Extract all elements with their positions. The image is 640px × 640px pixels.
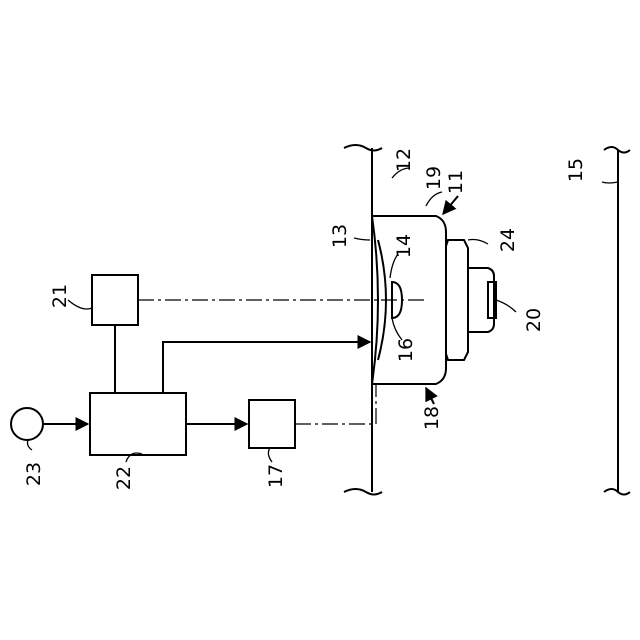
label-15: 15 xyxy=(565,158,587,182)
leader-20 xyxy=(496,300,516,312)
leader-16 xyxy=(392,318,402,340)
leader-17 xyxy=(268,448,272,462)
leader-21 xyxy=(68,300,92,309)
label-17: 17 xyxy=(265,464,287,488)
box-17 xyxy=(249,400,295,448)
box-21 xyxy=(92,275,138,325)
label-11: 11 xyxy=(445,170,467,194)
label-13: 13 xyxy=(329,224,351,248)
connector-24 xyxy=(446,240,468,360)
arrow-18 xyxy=(426,388,434,404)
label-18: 18 xyxy=(421,406,443,430)
arrow-11 xyxy=(443,196,458,214)
label-14: 14 xyxy=(393,234,415,258)
box-22 xyxy=(90,393,186,455)
label-20: 20 xyxy=(523,308,545,332)
label-24: 24 xyxy=(497,228,519,252)
leader-19 xyxy=(426,192,442,206)
circle-23 xyxy=(11,408,43,440)
label-12: 12 xyxy=(393,148,415,172)
leader-23 xyxy=(28,440,33,450)
signal-line-17 xyxy=(295,384,376,424)
label-16: 16 xyxy=(395,338,417,362)
label-21: 21 xyxy=(49,284,71,308)
label-19: 19 xyxy=(423,166,445,190)
plug-20 xyxy=(468,268,494,332)
label-22: 22 xyxy=(113,466,135,490)
leader-15 xyxy=(602,182,618,183)
leader-24 xyxy=(468,240,488,245)
arrow-22-13 xyxy=(163,342,370,393)
wall-12-top-break xyxy=(344,145,382,151)
wall-12-bottom-break xyxy=(344,489,382,495)
leader-13 xyxy=(354,238,370,240)
label-23: 23 xyxy=(23,462,45,486)
